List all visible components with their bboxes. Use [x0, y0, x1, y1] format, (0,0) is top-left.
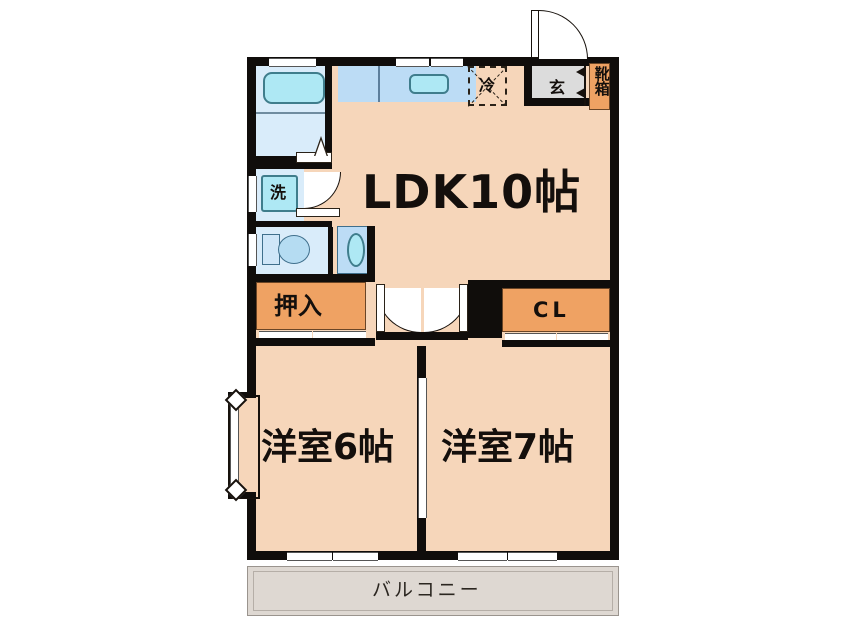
- refrigerator-space: [468, 66, 507, 106]
- corridor-wall-vertical: [367, 226, 375, 282]
- washer-wall-top: [256, 163, 332, 169]
- shoe-cabinet: [589, 63, 610, 110]
- entrance-wall-left: [524, 66, 532, 104]
- entrance-tile: [532, 66, 584, 98]
- bathroom-wall-right: [325, 66, 332, 162]
- oshiire-closet: [256, 282, 366, 330]
- bedroom-divider-sliding-panel[interactable]: [418, 378, 427, 518]
- kitchen-window-right[interactable]: [431, 58, 463, 67]
- entrance-step-mark-top: [576, 67, 585, 77]
- shoe-cabinet-label: 靴箱: [592, 66, 611, 96]
- bedroom-partition-wall-horizontal-mid: [376, 332, 468, 340]
- washer-label: 洗: [270, 183, 287, 202]
- bedroom-partition-wall-horizontal-left: [256, 338, 375, 346]
- bathroom-window[interactable]: [269, 58, 316, 67]
- cl-wall-top: [502, 280, 610, 288]
- bedroom-left-window-sash-b[interactable]: [333, 552, 378, 561]
- toilet-wall-right: [328, 227, 333, 274]
- entrance-wall-bottom: [524, 98, 590, 106]
- kitchen-counter-seam: [378, 66, 380, 102]
- exterior-wall-bottom: [247, 551, 619, 560]
- bathtub: [263, 72, 325, 104]
- balcony-label: バルコニー: [372, 579, 482, 601]
- entrance-label: 玄: [549, 78, 566, 97]
- corridor-wall-top: [256, 274, 375, 282]
- bathroom-door-swing-inner: [315, 140, 327, 157]
- refrigerator-label: 冷: [479, 76, 496, 95]
- bedroom-left-label: 洋室6帖: [261, 427, 395, 468]
- front-door-swing: [539, 10, 588, 59]
- toilet-bowl: [278, 235, 310, 264]
- balcony-inner-line: [253, 571, 613, 611]
- toilet-wall-top: [256, 221, 332, 227]
- bedroom-right-window-sash-b[interactable]: [508, 552, 557, 561]
- kitchen-sink: [409, 74, 449, 94]
- bay-window-sash[interactable]: [230, 400, 239, 488]
- exterior-wall-left: [247, 57, 256, 560]
- cl-label: CL: [533, 298, 570, 322]
- ldk-label: LDK10帖: [362, 165, 582, 219]
- washer-machine: [261, 175, 298, 212]
- bathroom-wall-bottom: [256, 156, 332, 163]
- exterior-wall-right: [610, 57, 619, 560]
- toilet-side-vent: [248, 234, 257, 266]
- bedroom-left-door-panel[interactable]: [376, 284, 385, 332]
- bedroom-left-window-sash-a[interactable]: [287, 552, 332, 561]
- entrance-edge-line: [584, 66, 586, 106]
- kitchen-counter: [338, 66, 476, 102]
- kitchen-window-left[interactable]: [396, 58, 429, 67]
- entrance-step-mark-bottom: [576, 88, 585, 98]
- bedroom-right-window-sash-a[interactable]: [458, 552, 507, 561]
- washroom-door-panel[interactable]: [296, 208, 340, 217]
- oshiire-label: 押入: [274, 292, 322, 320]
- bathroom-divider-line: [256, 112, 331, 114]
- cl-closet: [502, 288, 610, 332]
- front-door-panel[interactable]: [531, 10, 539, 58]
- pillar-between-door-and-cl: [468, 280, 502, 338]
- bedroom-right-door-panel[interactable]: [459, 284, 468, 332]
- washroom-side-vent: [248, 176, 257, 212]
- bedroom-partition-wall-horizontal-right: [502, 340, 610, 347]
- bedroom-right-label: 洋室7帖: [441, 427, 575, 468]
- balcony-area: [247, 566, 619, 616]
- basin-bowl: [347, 233, 365, 267]
